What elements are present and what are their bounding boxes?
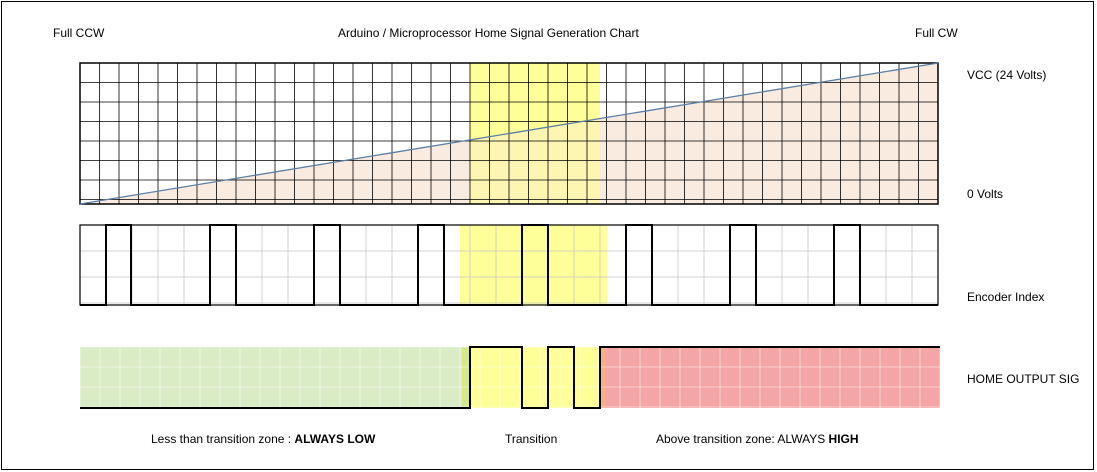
home-output-label: HOME OUTPUT SIG (967, 372, 1080, 386)
high-zone-caption: Above transition zone: ALWAYS HIGH (656, 432, 859, 446)
low-zone-bold: ALWAYS LOW (294, 432, 376, 446)
left-end-label: Full CCW (53, 26, 105, 40)
home-output-wave (80, 346, 940, 409)
transition-band-overlay (470, 63, 600, 204)
high-zone-edge (600, 347, 608, 408)
high-zone-text: Above transition zone: ALWAYS (656, 432, 829, 446)
low-zone-fill (80, 347, 465, 408)
vcc-label: VCC (24 Volts) (967, 68, 1047, 82)
transition-caption: Transition (505, 432, 558, 446)
zero-volts-label: 0 Volts (967, 187, 1004, 201)
chart-title: Arduino / Microprocessor Home Signal Gen… (338, 26, 639, 40)
encoder-index-label: Encoder Index (967, 290, 1045, 304)
right-end-label: Full CW (915, 26, 958, 40)
low-zone-text: Less than transition zone : (151, 432, 295, 446)
low-zone-edge (462, 347, 470, 408)
low-zone-caption: Less than transition zone : ALWAYS LOW (151, 432, 375, 446)
ramp-line (79, 62, 939, 205)
encoder-pulse-wave (80, 224, 938, 306)
high-zone-fill (606, 347, 940, 408)
transition-band-encoder (460, 225, 607, 305)
transition-zone-fill (470, 347, 600, 408)
high-zone-bold: HIGH (828, 432, 859, 446)
analog-panel-border (79, 62, 939, 205)
